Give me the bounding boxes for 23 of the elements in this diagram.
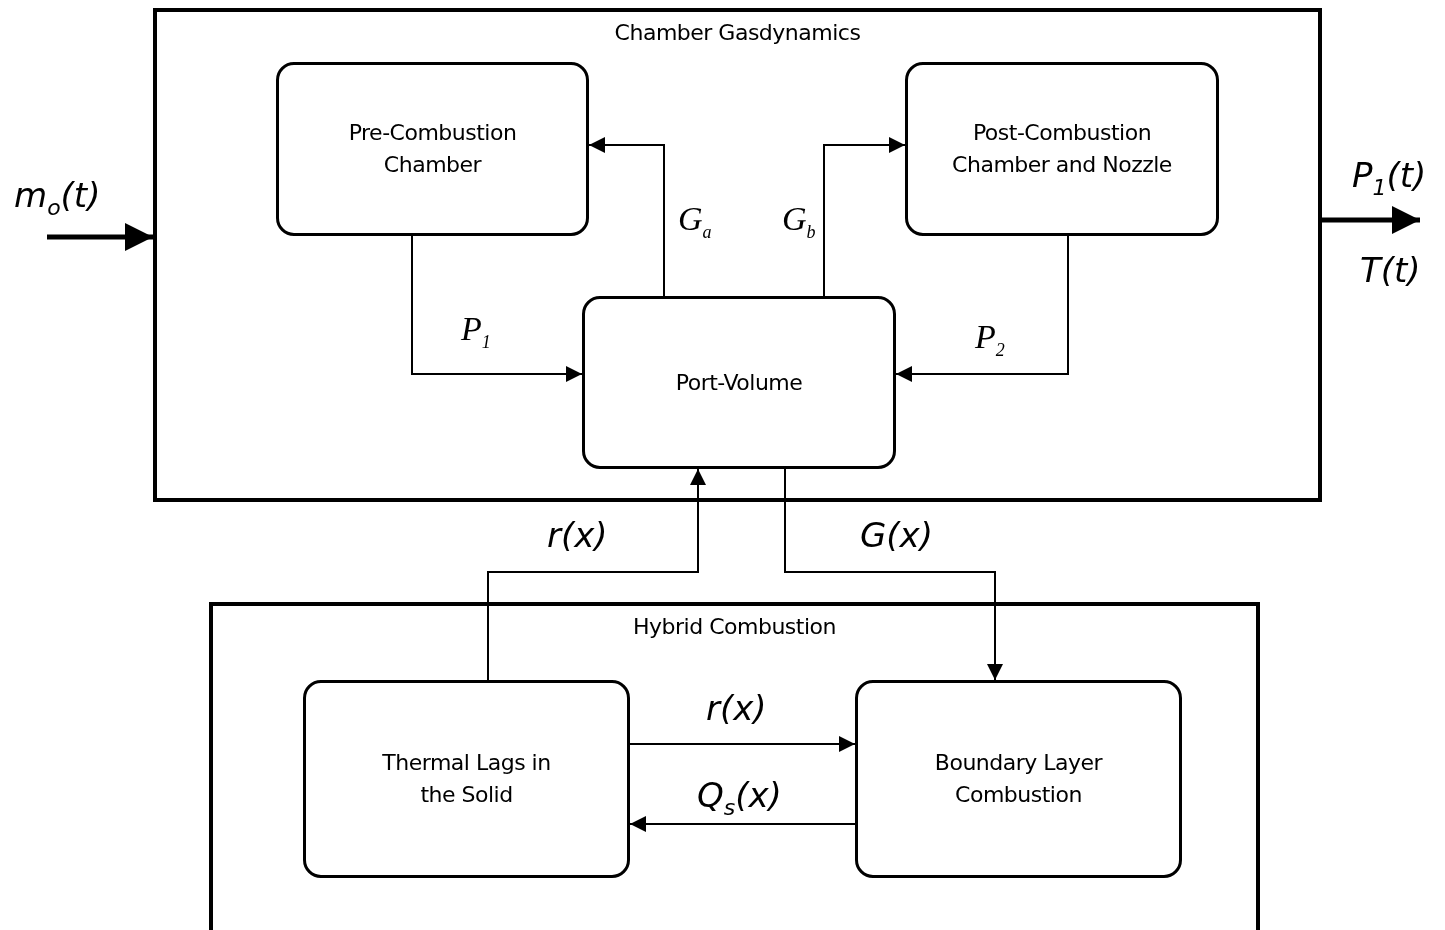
process-box (905, 62, 1219, 236)
arrow (1322, 206, 1420, 234)
arrow (487, 468, 706, 681)
box-label: Port-Volume (674, 368, 804, 397)
process-box (276, 62, 589, 236)
box-label: Boundary Layer Combustion (933, 749, 1104, 809)
arrow (823, 137, 906, 297)
group-heading: Chamber Gasdynamics (613, 20, 862, 45)
box-label: Thermal Lags in the Solid (381, 749, 552, 809)
arrow (47, 223, 153, 251)
process-box (855, 680, 1182, 878)
arrow (784, 468, 1003, 681)
arrow (411, 235, 583, 382)
arrow (629, 816, 856, 832)
box-label: Pre-Combustion Chamber (347, 119, 518, 179)
process-box (582, 296, 896, 469)
box-label: Post-Combustion Chamber and Nozzle (951, 119, 1173, 179)
arrow (895, 235, 1069, 382)
group-frame (153, 8, 1322, 502)
group-heading: Hybrid Combustion (632, 614, 837, 639)
process-box (303, 680, 630, 878)
arrow (588, 137, 665, 297)
arrow (629, 736, 856, 752)
